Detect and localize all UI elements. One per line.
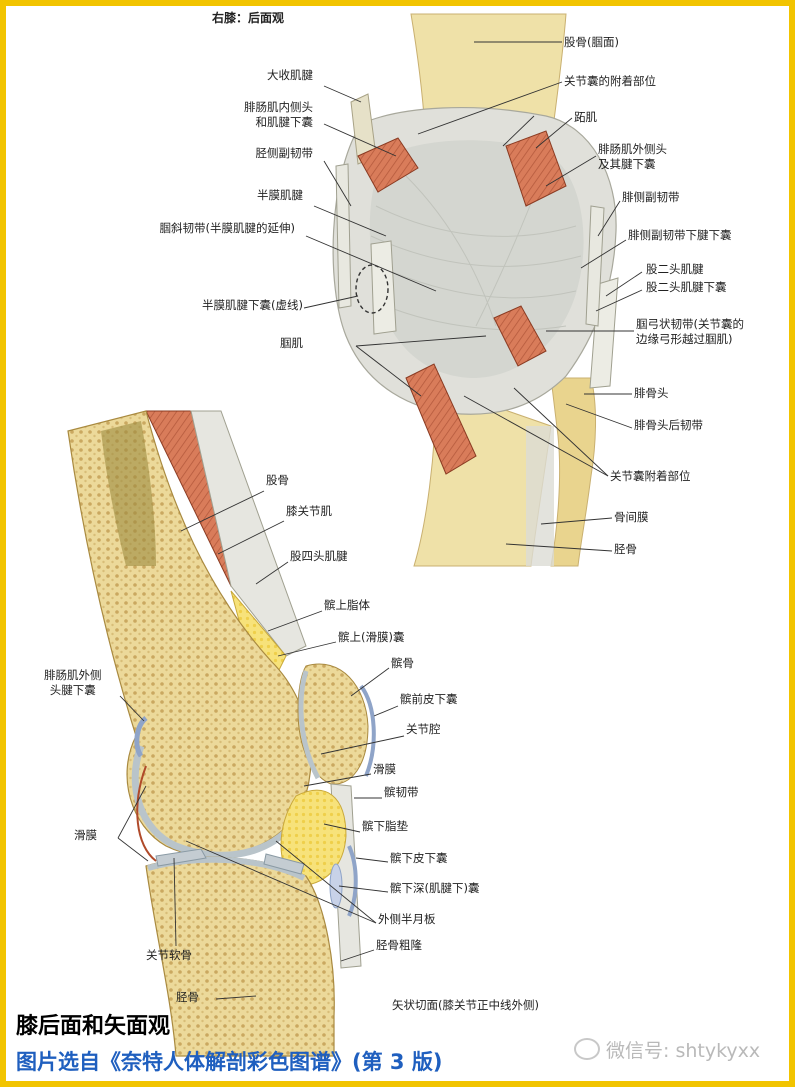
label-lateral-meniscus: 外侧半月板	[378, 912, 436, 926]
semimembranosus-bursa	[355, 264, 389, 314]
label-gastrocnemius-lateral-head: 腓肠肌外侧头 及其腱下囊	[598, 142, 667, 171]
fibula-posterior	[550, 377, 596, 567]
label-interosseous-membrane: 骨间膜	[614, 510, 649, 524]
caption-title: 膝后面和矢面观	[16, 1014, 171, 1039]
label-synovial-membrane-left: 滑膜	[74, 828, 97, 842]
label-fibular-collateral-bursa: 腓侧副韧带下腱下囊	[628, 228, 732, 242]
lateral-meniscus	[155, 848, 207, 867]
label-synovial-membrane-right: 滑膜	[373, 762, 396, 776]
label-tibia-posterior: 胫骨	[614, 542, 637, 556]
gastrocnemius-lateral-head	[505, 130, 567, 207]
synovial-membrane	[136, 765, 157, 862]
label-gastrocnemius-medial-head: 腓肠肌内侧头 和肌腱下囊	[244, 100, 313, 129]
anatomy-illustration	[67, 13, 643, 1057]
watermark-text: 微信号: shtykyxx	[606, 1040, 761, 1062]
prepatellar-bursa	[359, 684, 376, 777]
label-joint-cavity: 关节腔	[406, 722, 441, 736]
label-quadriceps-tendon: 股四头肌腱	[290, 549, 348, 563]
interosseous-membrane	[526, 426, 554, 566]
label-tibial-collateral-ligament: 胫侧副韧带	[255, 146, 314, 160]
fibular-collateral-ligament	[585, 205, 605, 327]
label-infrapatellar-fat-pad: 髌下脂垫	[362, 819, 408, 833]
label-posterior-ligament-fibular-head: 腓骨头后韧带	[634, 418, 703, 432]
quadriceps-tendon	[190, 410, 307, 657]
label-arcuate-popliteal-ligament: 腘弓状韧带(关节囊的 边缘弓形越过腘肌)	[636, 317, 744, 346]
label-oblique-popliteal-ligament: 腘斜韧带(半膜肌腱的延伸)	[159, 221, 295, 235]
gastrocnemius-medial-head	[357, 137, 419, 193]
label-femur-sagittal: 股骨	[266, 473, 289, 487]
label-adductor-magnus-tendon: 大收肌腱	[267, 68, 313, 82]
wechat-icon	[574, 1038, 600, 1060]
label-tibia-sagittal: 胫骨	[176, 990, 199, 1004]
semimembranosus-tendon	[370, 240, 397, 335]
posterior-knee-view	[332, 13, 619, 567]
label-prepatellar-bursa: 髌前皮下囊	[400, 692, 458, 706]
label-popliteus: 腘肌	[280, 336, 303, 350]
caption-source: 图片选自《奈特人体解剖彩色图谱》(第 3 版)	[16, 1050, 443, 1074]
label-biceps-femoris-bursa: 股二头肌腱下囊	[646, 280, 727, 294]
posterior-view-title: 右膝：后面观	[212, 11, 285, 25]
sagittal-view-title: 矢状切面(膝关节正中线外侧)	[392, 998, 539, 1012]
leader-lines	[117, 41, 643, 1000]
label-articular-cartilage: 关节软骨	[146, 948, 192, 962]
popliteus-muscle-lower	[405, 363, 477, 475]
label-patellar-ligament: 髌韧带	[384, 785, 419, 799]
popliteus-muscle-upper	[493, 305, 547, 367]
label-articularis-genus: 膝关节肌	[286, 504, 332, 518]
label-gastrocnemius-bursa: 腓肠肌外侧 头腱下囊	[44, 668, 102, 697]
label-biceps-femoris-tendon: 股二头肌腱	[646, 262, 704, 276]
sagittal-knee-view	[67, 410, 376, 1057]
label-fibular-collateral-ligament: 腓侧副韧带	[622, 190, 680, 204]
label-plantaris: 跖肌	[574, 110, 597, 124]
label-fibular-head: 腓骨头	[634, 386, 669, 400]
label-suprapatellar-fat: 髌上脂体	[324, 598, 370, 612]
label-tibial-tuberosity: 胫骨粗隆	[376, 938, 422, 952]
label-suprapatellar-bursa: 髌上(滑膜)囊	[338, 630, 405, 644]
label-deep-infrapatellar-bursa: 髌下深(肌腱下)囊	[390, 881, 480, 895]
label-femur-popliteal: 股骨(腘面)	[564, 35, 619, 49]
femoral-articular-cartilage	[131, 744, 301, 859]
figure-frame: 右膝：后面观 矢状切面(膝关节正中线外侧) 股骨(腘面) 关节囊的附着部位 大收…	[6, 6, 789, 1081]
label-capsule-attachment-lower: 关节囊附着部位	[610, 469, 691, 483]
label-capsule-attachment: 关节囊的附着部位	[564, 74, 656, 88]
watermark: 微信号: shtykyxx	[574, 1038, 760, 1063]
label-semimembranosus-tendon: 半膜肌腱	[257, 188, 303, 202]
label-subcutaneous-infrapatellar-bursa: 髌下皮下囊	[390, 851, 448, 865]
subcutaneous-infrapatellar-bursa	[347, 845, 358, 917]
label-patella: 髌骨	[391, 656, 414, 670]
label-semimembranosus-bursa: 半膜肌腱下囊(虚线)	[202, 298, 303, 312]
